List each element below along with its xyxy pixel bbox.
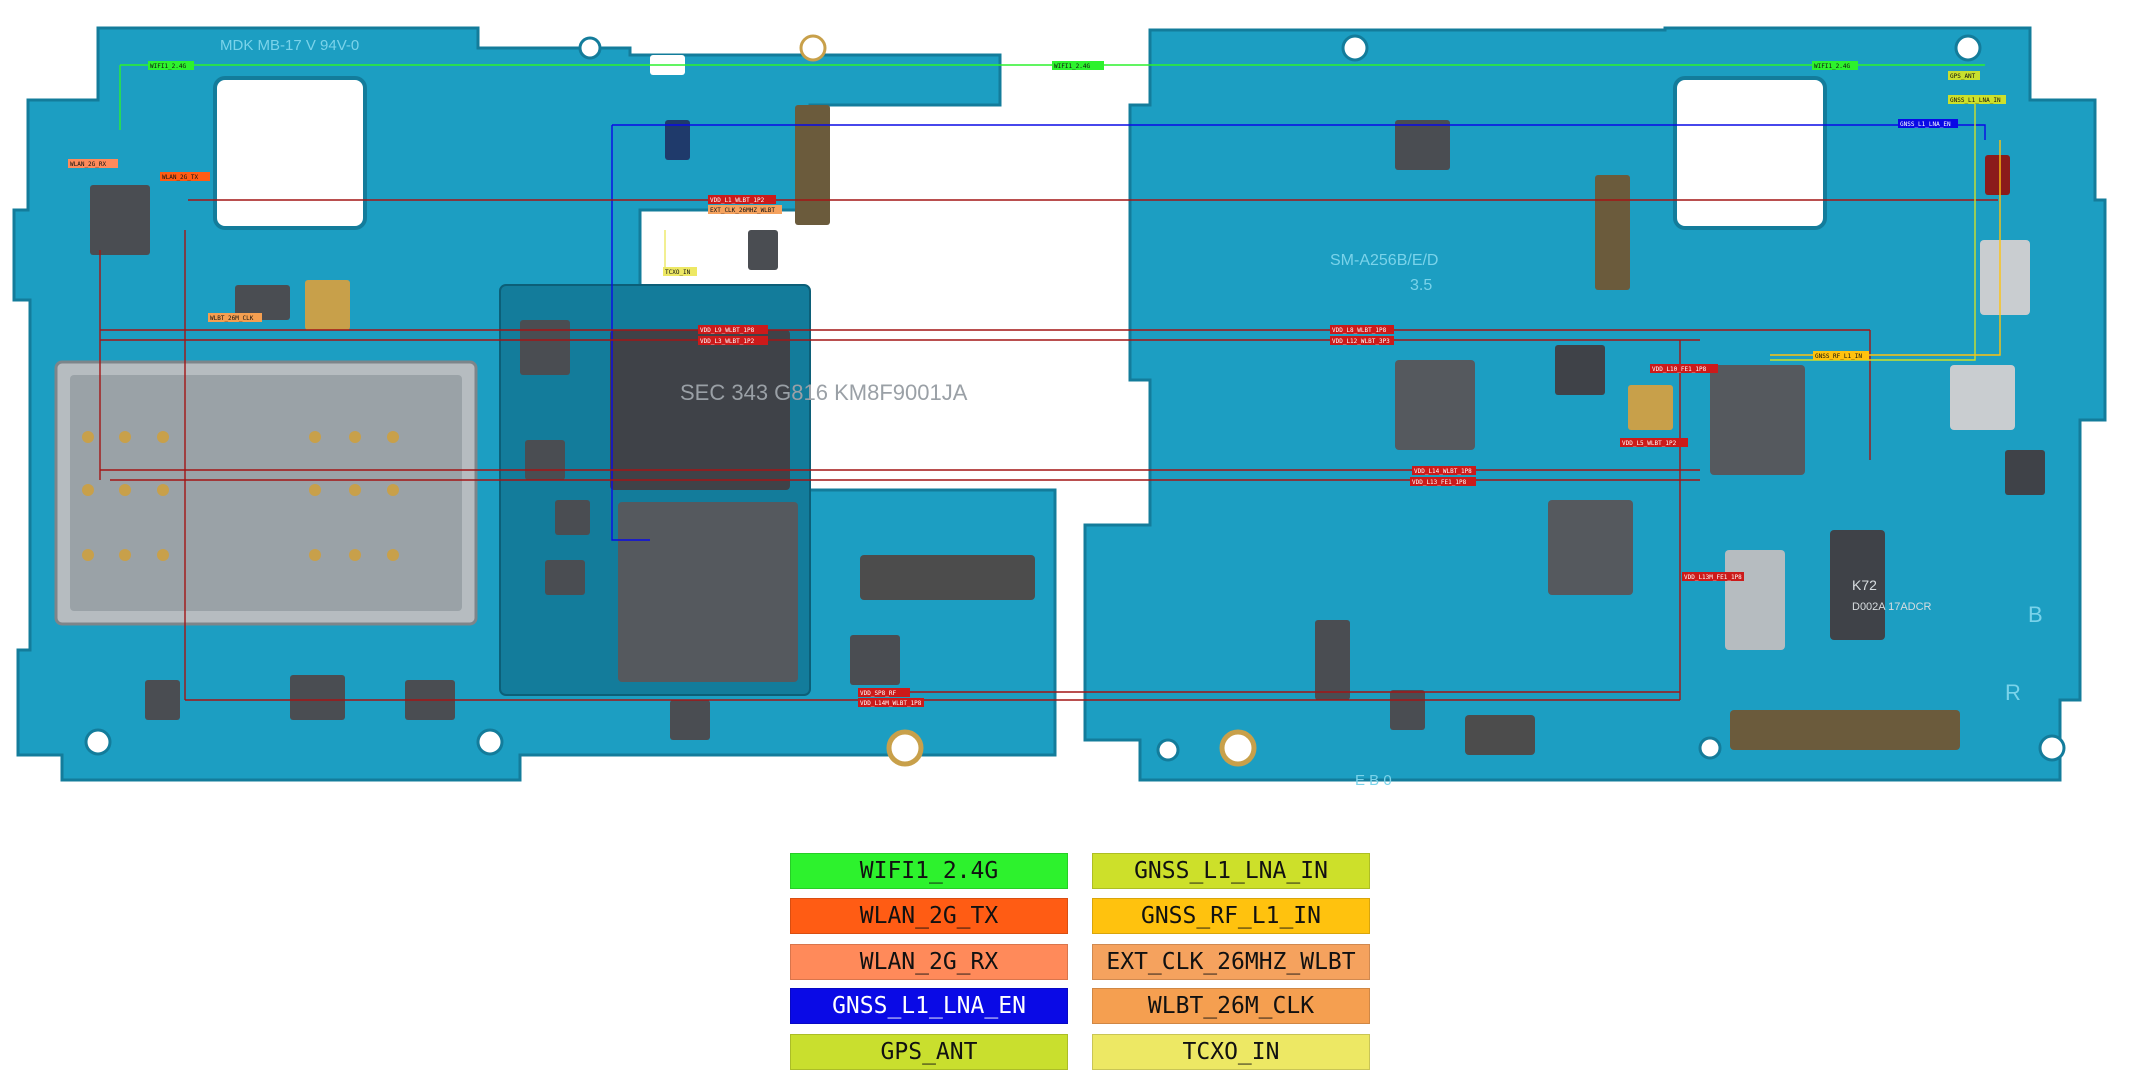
label-wifi-top-right: WIFI1_2.4G: [1814, 63, 1851, 70]
label-vdd-l5: VDD_L5_WLBT_1P2: [1622, 440, 1677, 447]
trace-gnss-en: [612, 124, 1986, 140]
legend-gnss-lna-en: GNSS_L1_LNA_EN: [790, 988, 1068, 1024]
legend-label: TCXO_IN: [1182, 1039, 1280, 1065]
left-board: MDK MB-17 V 94V-0 SEC 343 G816 KM8F9001J…: [12, 26, 1057, 782]
legend-wlan-tx: WLAN_2G_TX: [790, 898, 1068, 934]
label-vdd-l3: VDD_L3_WLBT_1P2: [700, 338, 755, 345]
legend-label: WLBT_26M_CLK: [1147, 993, 1315, 1019]
label-wlbt-clk: WLBT_26M_CLK: [210, 315, 254, 322]
ap-chip-marking: SEC 343 G816 KM8F9001JA: [680, 380, 968, 405]
board-net-labels: WIFI1_2.4G WIFI1_2.4G WIFI1_2.4G GPS_ANT…: [68, 61, 2006, 707]
label-vdd-l14: VDD_L14_WLBT_1P8: [1414, 468, 1472, 475]
legend-label: GNSS_RF_L1_IN: [1140, 903, 1321, 929]
legend-ext-clk: EXT_CLK_26MHZ_WLBT: [1092, 944, 1370, 980]
label-wlan-rx: WLAN_2G_RX: [70, 161, 107, 168]
label-vdd-l14m: VDD_L14M_WLBT_1P8: [860, 700, 922, 707]
label-vdd-l13: VDD_L13_FE1_1P8: [1412, 479, 1467, 486]
silkscreen-bottom: E B 0: [1355, 772, 1392, 789]
label-vdd-l1: VDD_L1_WLBT_1P2: [710, 197, 765, 204]
legend-gnss-lna-in: GNSS_L1_LNA_IN: [1092, 853, 1370, 889]
legend-gnss-rf: GNSS_RF_L1_IN: [1092, 898, 1370, 934]
label-gnss-lna-en: GNSS_L1_LNA_EN: [1900, 121, 1951, 128]
label-vdd-sp8: VDD_SP8_RF: [860, 690, 897, 697]
label-gnss-lna-in: GNSS_L1_LNA_IN: [1950, 97, 2001, 104]
silkscreen-model: SM-A256B/E/D: [1330, 252, 1438, 269]
pcb-board-diagram: MDK MB-17 V 94V-0 SEC 343 G816 KM8F9001J…: [12, 26, 2107, 789]
legend-gps-ant: GPS_ANT: [790, 1034, 1068, 1070]
legend-label: GNSS_L1_LNA_IN: [1134, 858, 1328, 884]
label-gps-ant: GPS_ANT: [1950, 73, 1976, 80]
legend-wifi: WIFI1_2.4G: [790, 853, 1068, 889]
label-vdd-l8: VDD_L8_WLBT_1P8: [1332, 327, 1387, 334]
silkscreen-left: MDK MB-17 V 94V-0: [220, 37, 359, 54]
label-ext-clk: EXT_CLK_26MHZ_WLBT: [710, 207, 775, 214]
legend-label: GPS_ANT: [880, 1039, 978, 1065]
label-wifi-top-mid: WIFI1_2.4G: [1054, 63, 1091, 70]
legend-label: EXT_CLK_26MHZ_WLBT: [1106, 949, 1356, 975]
k72-chip-marking: K72: [1852, 577, 1877, 593]
legend-label: GNSS_L1_LNA_EN: [832, 993, 1026, 1019]
silkscreen-rev: 3.5: [1410, 277, 1432, 294]
right-board: SM-A256B/E/D 3.5 R B E B 0 K72 D002A 17A…: [1083, 26, 2107, 789]
legend-label: WLAN_2G_TX: [859, 903, 999, 929]
label-vdd-l10: VDD_L10_FE1_1P8: [1652, 366, 1707, 373]
label-wlan-tx: WLAN_2G_TX: [162, 174, 199, 181]
label-gnss-rf: GNSS_RF_L1_IN: [1815, 353, 1862, 360]
label-vdd-l9: VDD_L9_WLBT_1P8: [700, 327, 755, 334]
silkscreen-r: R: [2005, 680, 2021, 705]
label-vdd-l13m: VDD_L13M_FE1_1P8: [1684, 574, 1742, 581]
legend-tcxo-in: TCXO_IN: [1092, 1034, 1370, 1070]
trace-gnss-en-drop: [611, 125, 650, 541]
legend-label: WLAN_2G_RX: [859, 949, 999, 975]
silkscreen-b: B: [2028, 602, 2043, 627]
legend-label: WIFI1_2.4G: [859, 858, 999, 884]
label-vdd-l12: VDD_L12_WLBT_3P3: [1332, 338, 1390, 345]
label-tcxo-in: TCXO_IN: [665, 269, 691, 276]
legend-wlbt-clk: WLBT_26M_CLK: [1092, 988, 1370, 1024]
chip-code-marking: D002A 17ADCR: [1852, 601, 1932, 613]
label-wifi-top-left: WIFI1_2.4G: [150, 63, 187, 70]
legend-wlan-rx: WLAN_2G_RX: [790, 944, 1068, 980]
